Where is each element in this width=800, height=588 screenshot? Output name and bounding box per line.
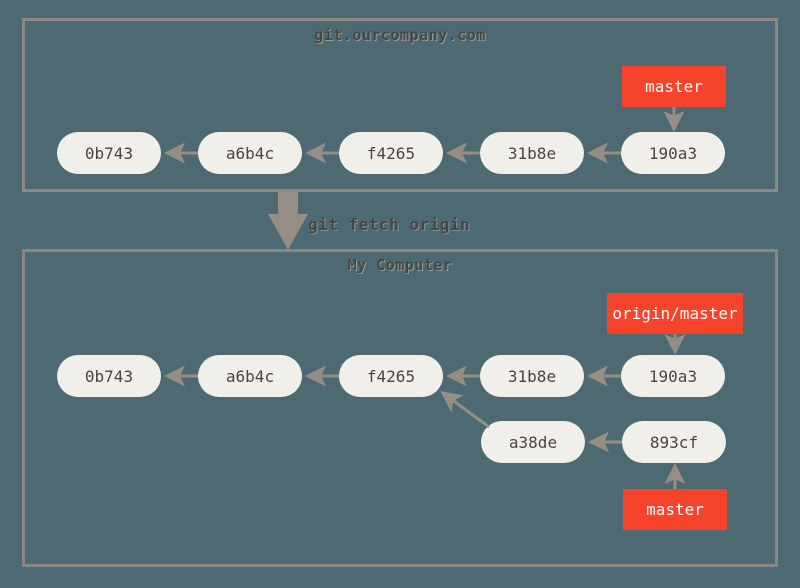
commit-node[interactable]: 0b743 xyxy=(57,355,161,397)
branch-label-master[interactable]: master xyxy=(622,66,726,107)
commit-node[interactable]: a38de xyxy=(481,421,585,463)
commit-node[interactable]: f4265 xyxy=(339,132,443,174)
commit-node[interactable]: a6b4c xyxy=(198,355,302,397)
commit-node[interactable]: 0b743 xyxy=(57,132,161,174)
command-label-git-fetch-origin: git fetch origin xyxy=(308,215,471,234)
remote-panel-title: git.ourcompany.com xyxy=(314,26,486,44)
commit-node[interactable]: 31b8e xyxy=(480,355,584,397)
commit-node[interactable]: 893cf xyxy=(622,421,726,463)
big-down-arrow xyxy=(268,192,308,250)
branch-label-origin-master[interactable]: origin/master xyxy=(607,293,743,334)
commit-node[interactable]: a6b4c xyxy=(198,132,302,174)
commit-node[interactable]: 31b8e xyxy=(480,132,584,174)
commit-node[interactable]: 190a3 xyxy=(621,132,725,174)
commit-node[interactable]: 190a3 xyxy=(621,355,725,397)
branch-label-master[interactable]: master xyxy=(623,489,727,530)
local-repository-panel xyxy=(22,249,778,567)
commit-node[interactable]: f4265 xyxy=(339,355,443,397)
local-panel-title: My Computer xyxy=(347,256,453,274)
remote-repository-panel xyxy=(22,18,778,192)
